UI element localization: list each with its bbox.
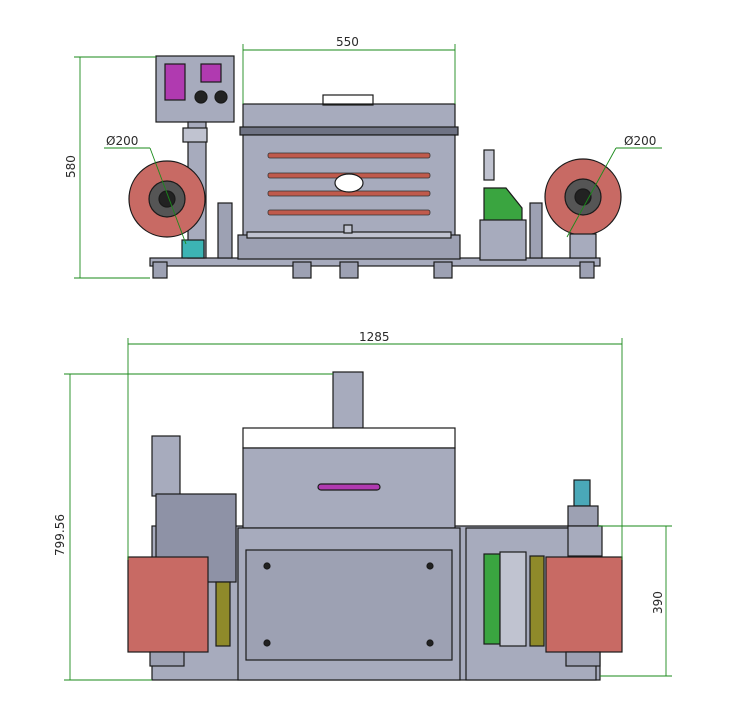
- front-oven-top: [242, 103, 456, 130]
- front-foot: [339, 261, 359, 279]
- control-knob: [214, 90, 228, 104]
- top-left-gear: [149, 651, 185, 667]
- panel-screw: [426, 562, 434, 570]
- top-green-guide: [483, 553, 501, 645]
- heater-tube: [267, 152, 431, 159]
- top-oven-panel: [245, 549, 453, 661]
- front-foot: [152, 261, 168, 279]
- dim-top-depth: 799.56: [53, 514, 67, 556]
- front-dimensions: [74, 44, 662, 279]
- front-foot: [579, 261, 595, 279]
- top-right-roll: [545, 556, 623, 653]
- front-foot: [292, 261, 312, 279]
- front-oven-window: [334, 173, 364, 193]
- right-post: [483, 149, 495, 181]
- top-motor-mount: [567, 505, 599, 527]
- front-oven-lower: [237, 234, 461, 260]
- right-box: [479, 219, 527, 261]
- top-view: [127, 371, 623, 681]
- front-foot: [433, 261, 453, 279]
- control-panel-icon: [164, 63, 186, 101]
- panel-screw: [263, 639, 271, 647]
- heater-tube: [267, 209, 431, 216]
- top-motor: [573, 479, 591, 507]
- dim-roll-left: Ø200: [106, 134, 138, 148]
- dim-front-height: 580: [64, 155, 78, 178]
- top-left-roller: [215, 581, 231, 647]
- top-left-roll: [127, 556, 209, 653]
- dim-top-width: 1285: [359, 330, 390, 344]
- top-motor-gear: [567, 525, 603, 557]
- top-guide-plate: [499, 551, 527, 647]
- dim-roll-right: Ø200: [624, 134, 656, 148]
- front-column-clamp: [182, 127, 208, 143]
- top-left-tower: [151, 435, 181, 497]
- top-oven-handle: [317, 483, 381, 491]
- panel-screw: [263, 562, 271, 570]
- front-left-post: [217, 202, 233, 259]
- top-oven-lid: [242, 427, 456, 449]
- front-view: [128, 55, 622, 279]
- control-switch: [200, 63, 222, 83]
- exhaust-chimney: [332, 371, 364, 429]
- panel-screw: [426, 639, 434, 647]
- top-right-roller: [529, 555, 545, 647]
- dim-top-right-depth: 390: [651, 591, 665, 614]
- top-right-gear: [565, 651, 601, 667]
- dim-front-width: 550: [336, 35, 359, 49]
- green-bracket: [483, 187, 523, 223]
- top-dimensions: [64, 338, 672, 681]
- front-small-latch: [343, 224, 353, 234]
- right-roll-base: [569, 233, 597, 259]
- left-roll-bracket: [181, 239, 205, 259]
- front-oven-band: [239, 126, 459, 136]
- right-roll-post: [529, 202, 543, 259]
- control-knob: [194, 90, 208, 104]
- front-oven-handle: [322, 94, 374, 106]
